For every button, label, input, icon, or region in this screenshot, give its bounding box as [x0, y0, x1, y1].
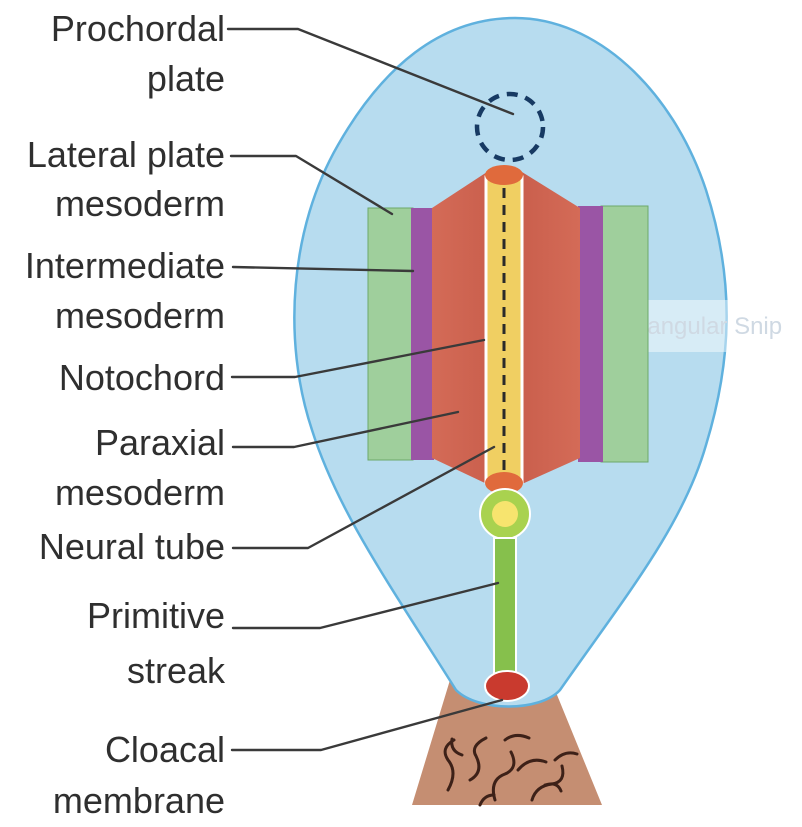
label-primitive-streak-line1: Primitive: [87, 595, 225, 636]
label-primitive-streak-line2: streak: [127, 650, 226, 691]
label-lateral-plate-line2: mesoderm: [55, 183, 225, 224]
label-cloacal-line1: Cloacal: [105, 729, 225, 770]
label-neural-tube: Neural tube: [39, 526, 225, 567]
label-paraxial-line1: Paraxial: [95, 422, 225, 463]
neural-tube-center: [492, 501, 518, 527]
label-notochord: Notochord: [59, 357, 225, 398]
cranial-node: [485, 165, 523, 185]
cloacal-membrane: [485, 671, 529, 701]
label-lateral-plate-line1: Lateral plate: [27, 134, 225, 175]
lateral-plate-mesoderm-right: [601, 206, 648, 462]
label-paraxial-line2: mesoderm: [55, 472, 225, 513]
label-prochordal-plate-line1: Prochordal: [51, 8, 225, 49]
primitive-streak: [494, 538, 516, 674]
label-intermediate-line1: Intermediate: [25, 245, 225, 286]
intermediate-mesoderm-right: [578, 206, 603, 462]
label-intermediate-line2: mesoderm: [55, 295, 225, 336]
label-prochordal-plate-line2: plate: [147, 58, 225, 99]
label-cloacal-line2: membrane: [53, 780, 225, 821]
labels: Prochordal plate Lateral plate mesoderm …: [25, 8, 226, 821]
